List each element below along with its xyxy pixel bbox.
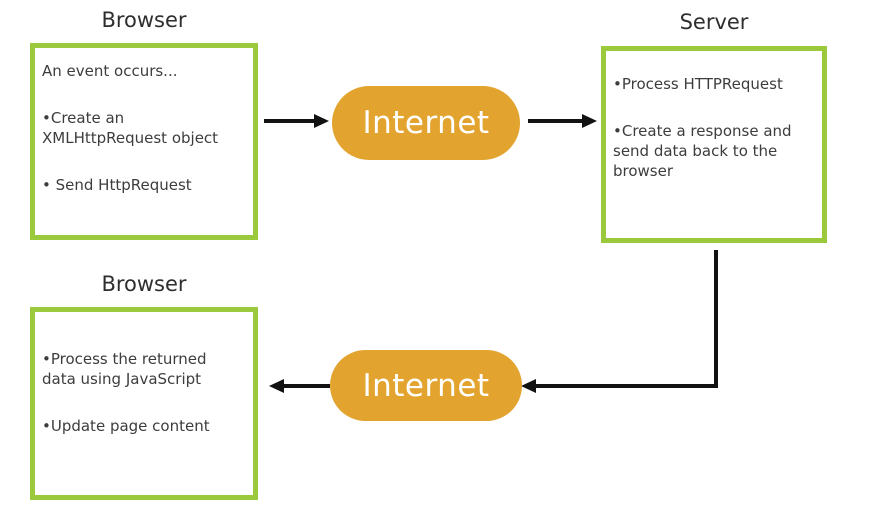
server-title: Server xyxy=(679,10,749,34)
browser-request-step-2: •Create an XMLHttpRequest object xyxy=(42,109,219,147)
browser-response-step-2: •Update page content xyxy=(42,417,210,435)
browser-response-title: Browser xyxy=(101,272,187,296)
server-box: •Process HTTPRequest •Create a response … xyxy=(601,46,827,243)
server-step-2: •Create a response and send data back to… xyxy=(613,122,792,180)
browser-response-step-1: •Process the returned data using JavaScr… xyxy=(42,350,207,388)
internet-pill-top: Internet xyxy=(332,86,520,160)
internet-pill-top-label: Internet xyxy=(362,105,490,141)
browser-request-step-1: An event occurs... xyxy=(42,62,178,80)
browser-request-step-3: • Send HttpRequest xyxy=(42,176,192,194)
internet-pill-bottom-label: Internet xyxy=(362,367,490,404)
browser-request-title: Browser xyxy=(101,8,187,32)
server-step-1: •Process HTTPRequest xyxy=(613,75,783,93)
browser-response-box: •Process the returned data using JavaScr… xyxy=(30,307,258,500)
browser-request-box: An event occurs... •Create an XMLHttpReq… xyxy=(30,43,258,240)
internet-pill-bottom: Internet xyxy=(330,350,522,421)
arrow-server-to-internet xyxy=(521,250,718,393)
